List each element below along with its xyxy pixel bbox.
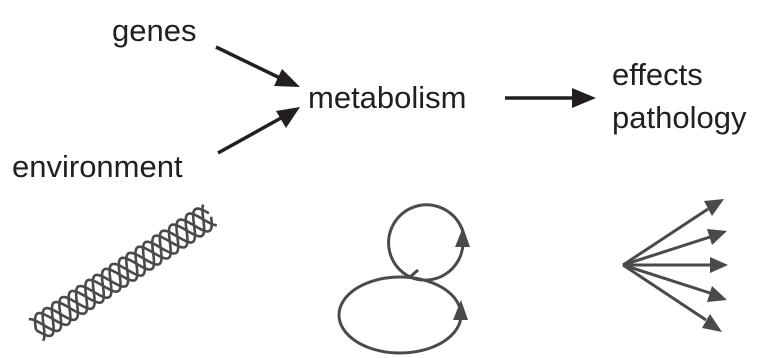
- lower-loop: [337, 275, 463, 355]
- arrow-metabolism-to-effects: [505, 88, 596, 108]
- feedback-loops-icon: [337, 203, 470, 355]
- label-environment: environment: [12, 149, 183, 184]
- label-metabolism: metabolism: [308, 80, 467, 115]
- label-genes: genes: [112, 13, 196, 48]
- arrow-genes-to-metabolism: [215, 45, 300, 87]
- diverging-arrows-icon: [622, 199, 728, 332]
- upper-loop: [387, 203, 465, 279]
- arrow-environment-to-metabolism: [217, 107, 300, 155]
- dna-double-helix-icon: [28, 204, 217, 342]
- label-effects: effects: [612, 57, 703, 92]
- upper-loop-closure: [409, 243, 465, 282]
- helix-strand-4: [28, 207, 210, 333]
- label-pathology: pathology: [612, 100, 747, 135]
